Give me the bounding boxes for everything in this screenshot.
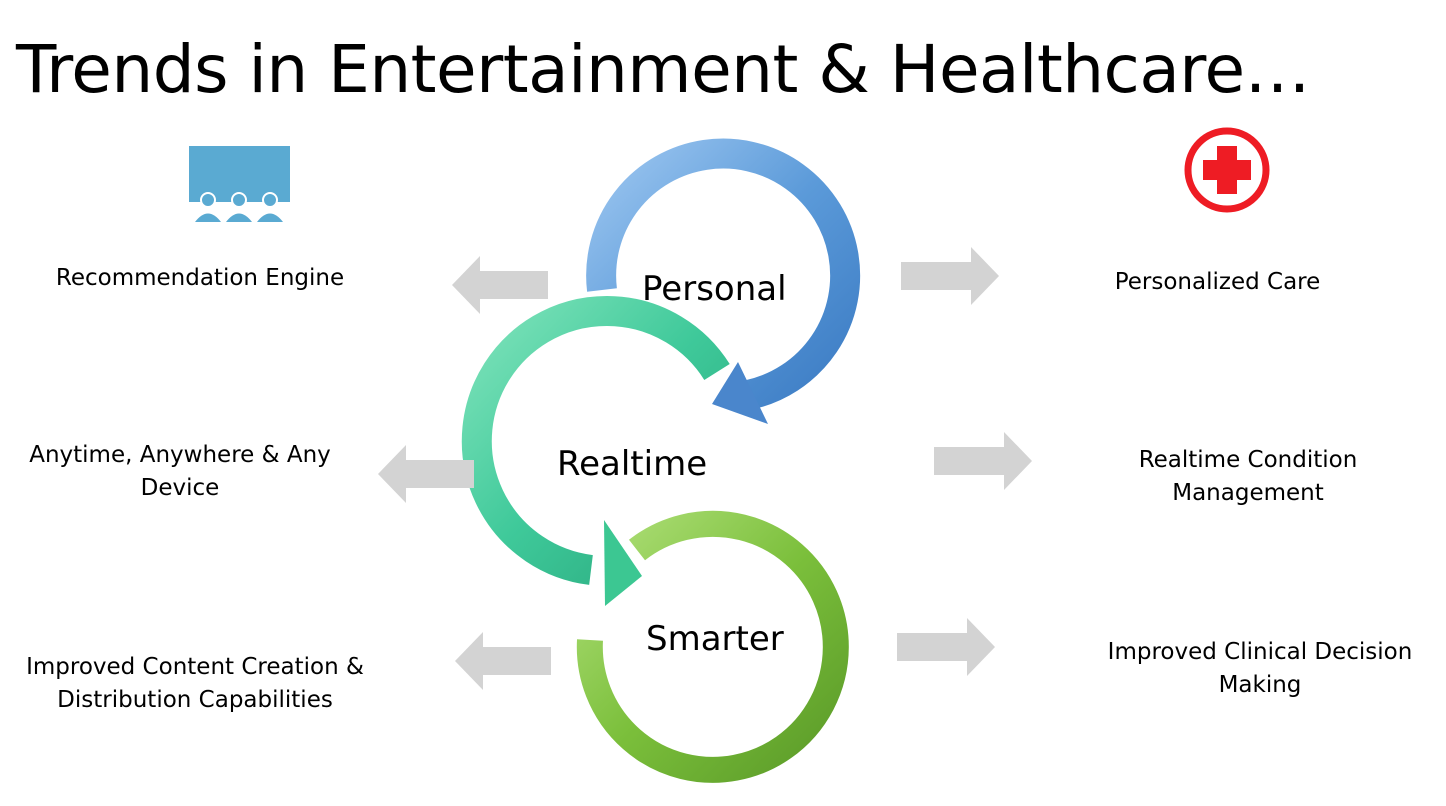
right-arrow-realtime-condition bbox=[934, 432, 1032, 490]
entertainment-item-line: Recommendation Engine bbox=[55, 265, 345, 291]
entertainment-item-recommendation: Recommendation Engine bbox=[30, 262, 370, 295]
healthcare-item-line: Making bbox=[1218, 672, 1302, 698]
healthcare-item-line: Realtime Condition bbox=[1138, 447, 1358, 473]
realtime-cycle-arrow bbox=[461, 295, 730, 606]
healthcare-item-line: Improved Clinical Decision bbox=[1107, 639, 1413, 665]
healthcare-item-clinical-decision: Improved Clinical Decision Making bbox=[1090, 636, 1430, 702]
entertainment-item-anytime: Anytime, Anywhere & Any Device bbox=[20, 439, 340, 505]
healthcare-item-realtime-condition: Realtime Condition Management bbox=[1113, 444, 1383, 510]
healthcare-item-personalized-care: Personalized Care bbox=[1095, 266, 1340, 299]
audience-screen-icon bbox=[189, 146, 290, 222]
healthcare-item-line: Personalized Care bbox=[1114, 269, 1321, 295]
personal-cycle-arrow bbox=[586, 138, 861, 424]
right-arrow-personalized-care bbox=[901, 247, 999, 305]
left-arrow-recommendation bbox=[452, 256, 548, 314]
entertainment-item-content-creation: Improved Content Creation & Distribution… bbox=[10, 651, 380, 717]
entertainment-item-line: Device bbox=[140, 475, 220, 501]
cycle-label-smarter: Smarter bbox=[646, 619, 784, 659]
left-arrow-anytime bbox=[378, 445, 474, 503]
entertainment-item-line: Improved Content Creation & bbox=[26, 654, 364, 680]
slide-title: Trends in Entertainment & Healthcare… bbox=[16, 31, 1311, 108]
smarter-cycle-arrow bbox=[576, 510, 849, 783]
cycle-label-personal: Personal bbox=[642, 269, 787, 309]
entertainment-item-line: Distribution Capabilities bbox=[57, 687, 333, 713]
left-arrow-content-creation bbox=[455, 632, 551, 690]
medical-cross-icon bbox=[1184, 127, 1270, 213]
right-arrow-clinical-decision bbox=[897, 618, 995, 676]
healthcare-item-line: Management bbox=[1172, 480, 1324, 506]
cycle-label-realtime: Realtime bbox=[557, 444, 708, 484]
entertainment-item-line: Anytime, Anywhere & Any bbox=[29, 442, 331, 468]
